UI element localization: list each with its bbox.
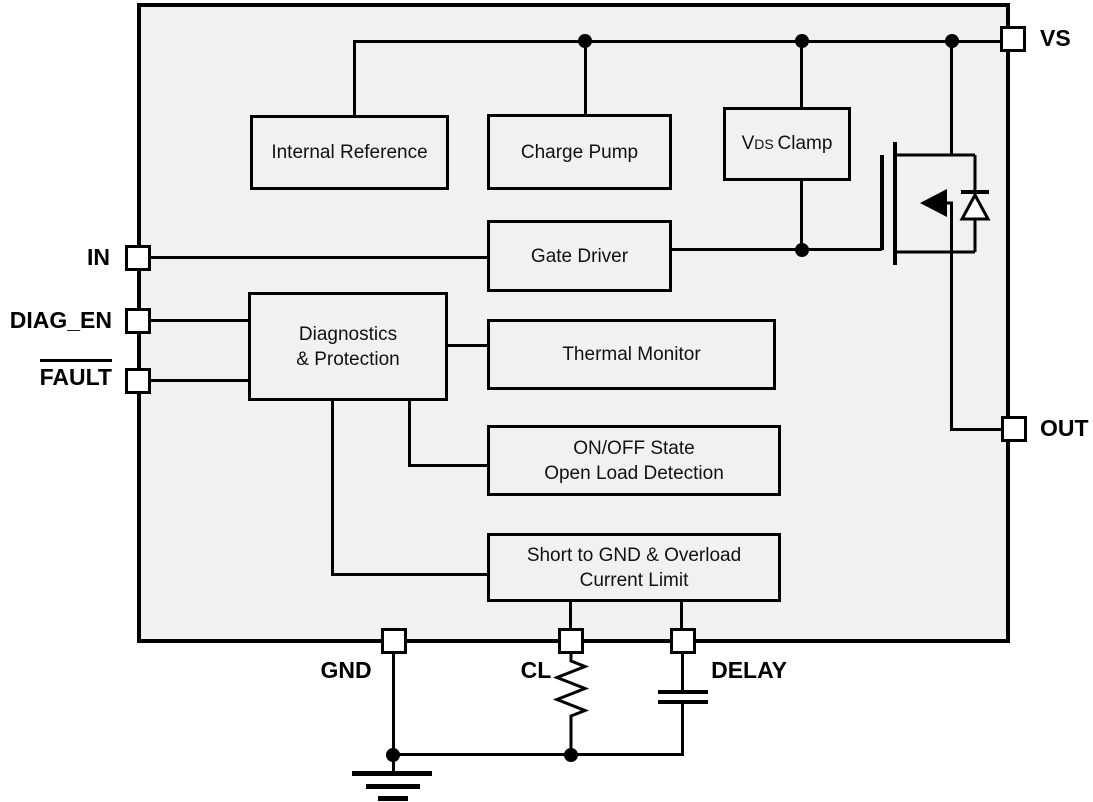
pin-label-cl: CL — [520, 657, 552, 683]
pin-in — [125, 245, 151, 271]
block-gate-driver: Gate Driver — [487, 220, 672, 292]
block-diagnostics-protection: Diagnostics & Protection — [248, 292, 448, 401]
block-internal-reference-label: Internal Reference — [271, 142, 428, 163]
junction-dot-charge-pump — [578, 34, 592, 48]
wire-vs-bus — [353, 40, 1000, 43]
pin-label-delay: DELAY — [711, 657, 787, 683]
capacitor-icon — [658, 690, 708, 694]
pin-label-in: IN — [87, 244, 110, 270]
pin-gnd — [381, 628, 407, 654]
junction-dot-drain — [945, 34, 959, 48]
ground-icon-bottom-bar — [378, 796, 408, 801]
resistor-icon — [552, 652, 590, 756]
wire-shortgnd-to-cl — [569, 600, 572, 630]
junction-dot-vds-clamp — [795, 34, 809, 48]
pin-label-vs: VS — [1040, 25, 1071, 51]
wire-capacitor-to-rail — [681, 704, 684, 756]
junction-dot-gnd-rail — [386, 748, 400, 762]
pin-label-fault: FAULT — [0, 359, 112, 391]
block-short-gnd-line1: Short to GND & Overload — [526, 544, 742, 566]
wire-bottom-rail — [392, 753, 683, 756]
block-diagnostics-line2: & Protection — [296, 348, 400, 370]
wire-gate-driver-to-gate — [672, 248, 882, 251]
pin-fault — [125, 368, 151, 394]
ground-icon-middle-bar — [366, 784, 420, 789]
block-short-to-gnd: Short to GND & Overload Current Limit — [487, 533, 781, 602]
block-thermal-monitor: Thermal Monitor — [487, 319, 776, 390]
pin-diag-en — [125, 308, 151, 334]
wire-vds-clamp-drop — [800, 40, 803, 107]
block-short-gnd-line2: Current Limit — [579, 569, 689, 591]
block-diagnostics-line1: Diagnostics — [298, 323, 398, 345]
wire-source-to-out-h — [950, 428, 1002, 431]
pin-out — [1001, 416, 1027, 442]
block-charge-pump: Charge Pump — [487, 114, 672, 190]
wire-mosfet-drain-drop — [950, 40, 953, 155]
mosfet-arrow-icon — [920, 189, 947, 217]
junction-dot-gate-node — [795, 243, 809, 257]
pin-label-out: OUT — [1040, 415, 1089, 441]
wire-fault-to-diagnostics — [148, 379, 248, 382]
block-vds-clamp-label: VDS Clamp — [741, 133, 833, 154]
pin-cl — [558, 628, 584, 654]
block-internal-reference: Internal Reference — [250, 115, 449, 190]
pin-vs — [1000, 26, 1026, 52]
junction-dot-cl-rail — [564, 748, 578, 762]
block-open-load-line2: Open Load Detection — [544, 462, 724, 484]
mosfet-icon — [880, 142, 991, 265]
wire-diagnostics-to-shortgnd-v — [331, 400, 334, 576]
pin-delay — [670, 628, 696, 654]
wire-vds-clamp-to-gate — [800, 181, 803, 251]
block-open-load-line1: ON/OFF State — [573, 437, 695, 459]
wire-diagnostics-to-shortgnd-h — [331, 573, 487, 576]
wire-source-to-out-v — [950, 252, 953, 431]
block-charge-pump-label: Charge Pump — [520, 141, 639, 163]
wire-diagnostics-to-openload-v — [408, 400, 411, 467]
wire-diagnostics-to-openload-h — [408, 464, 487, 467]
wire-shortgnd-to-delay — [680, 600, 683, 630]
ground-icon — [352, 771, 432, 776]
block-open-load-detection: ON/OFF State Open Load Detection — [487, 425, 781, 496]
wire-diagnostics-to-thermal — [448, 344, 487, 347]
block-gate-driver-label: Gate Driver — [530, 245, 629, 267]
block-vds-clamp: VDS Clamp — [723, 107, 851, 181]
body-diode-icon — [959, 155, 991, 252]
pin-label-diag-en: DIAG_EN — [9, 307, 112, 333]
block-thermal-monitor-label: Thermal Monitor — [562, 344, 701, 365]
wire-in-to-gate-driver — [148, 256, 487, 259]
capacitor-icon-bottom-plate — [658, 700, 708, 704]
wire-charge-pump-drop — [584, 40, 587, 114]
wire-delay-to-capacitor — [681, 652, 684, 690]
wire-diag-en-to-diagnostics — [148, 319, 248, 322]
wire-internal-reference-to-bus — [353, 40, 356, 116]
wire-gnd-external — [392, 652, 395, 773]
pin-label-gnd: GND — [320, 657, 372, 683]
